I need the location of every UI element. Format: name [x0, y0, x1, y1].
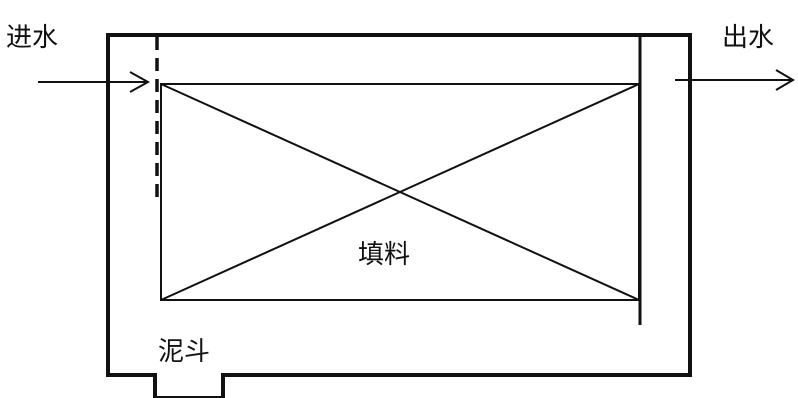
inlet-arrow	[38, 71, 151, 93]
outlet-arrow	[675, 69, 795, 91]
sludge-hopper-label: 泥斗	[158, 337, 210, 367]
packing-diagonal-2	[160, 83, 640, 301]
inlet-label: 进水	[6, 23, 58, 53]
tank-outer-wall	[106, 33, 692, 398]
packing-media-block	[160, 83, 640, 301]
outlet-label: 出水	[722, 23, 774, 53]
packing-label: 填料	[358, 240, 410, 270]
packing-rectangle	[160, 83, 640, 301]
